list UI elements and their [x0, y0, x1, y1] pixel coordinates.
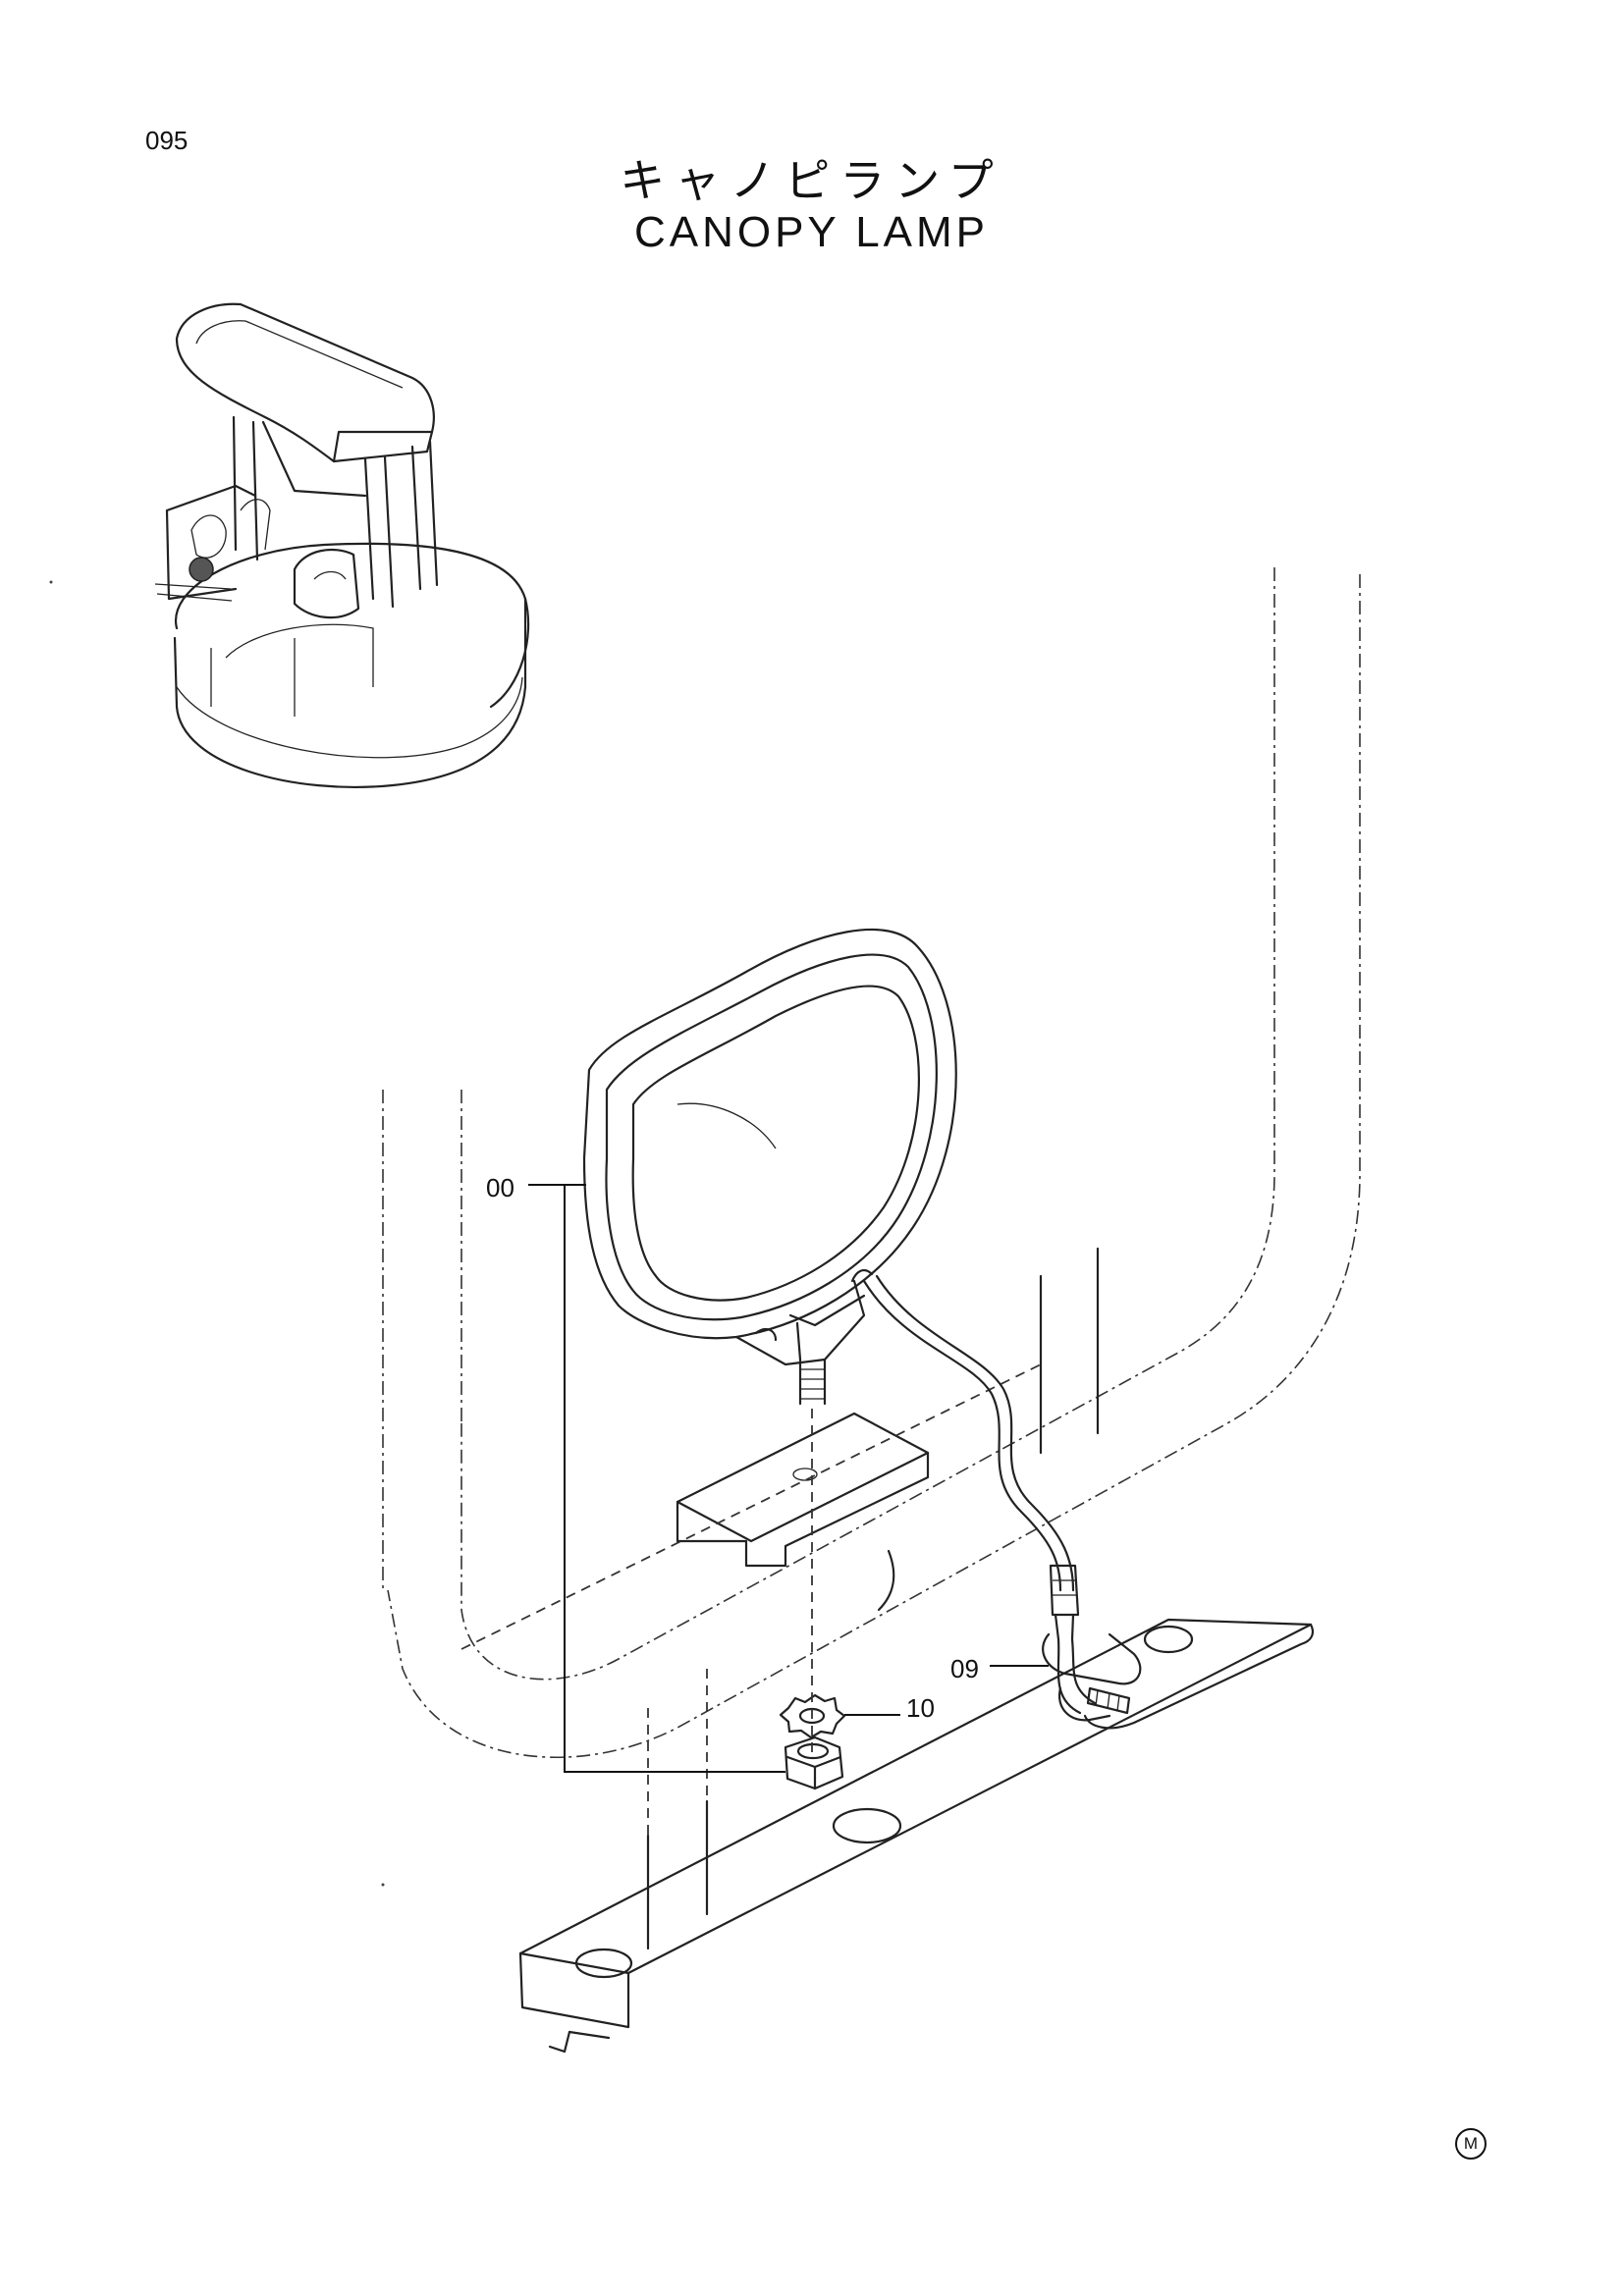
wire-clamp — [1042, 1632, 1142, 1722]
callout-09: 09 — [950, 1654, 979, 1683]
page-code: 095 — [145, 126, 189, 155]
canopy-frame-tube — [382, 567, 1361, 1759]
callout-00: 00 — [486, 1173, 514, 1202]
lamp-wire-harness — [862, 1274, 1097, 1715]
hex-nut — [784, 1735, 844, 1790]
corner-mark: M — [1455, 2128, 1487, 2160]
mounting-bracket — [460, 1247, 1315, 2054]
canopy-lamp-unit — [582, 928, 957, 1406]
title-japanese: キャノピランプ — [620, 154, 1003, 207]
leader-line-00 — [528, 1184, 785, 1773]
title-english: CANOPY LAMP — [633, 208, 990, 256]
machine-overview-sketch — [154, 302, 530, 788]
callout-10: 10 — [906, 1693, 935, 1723]
